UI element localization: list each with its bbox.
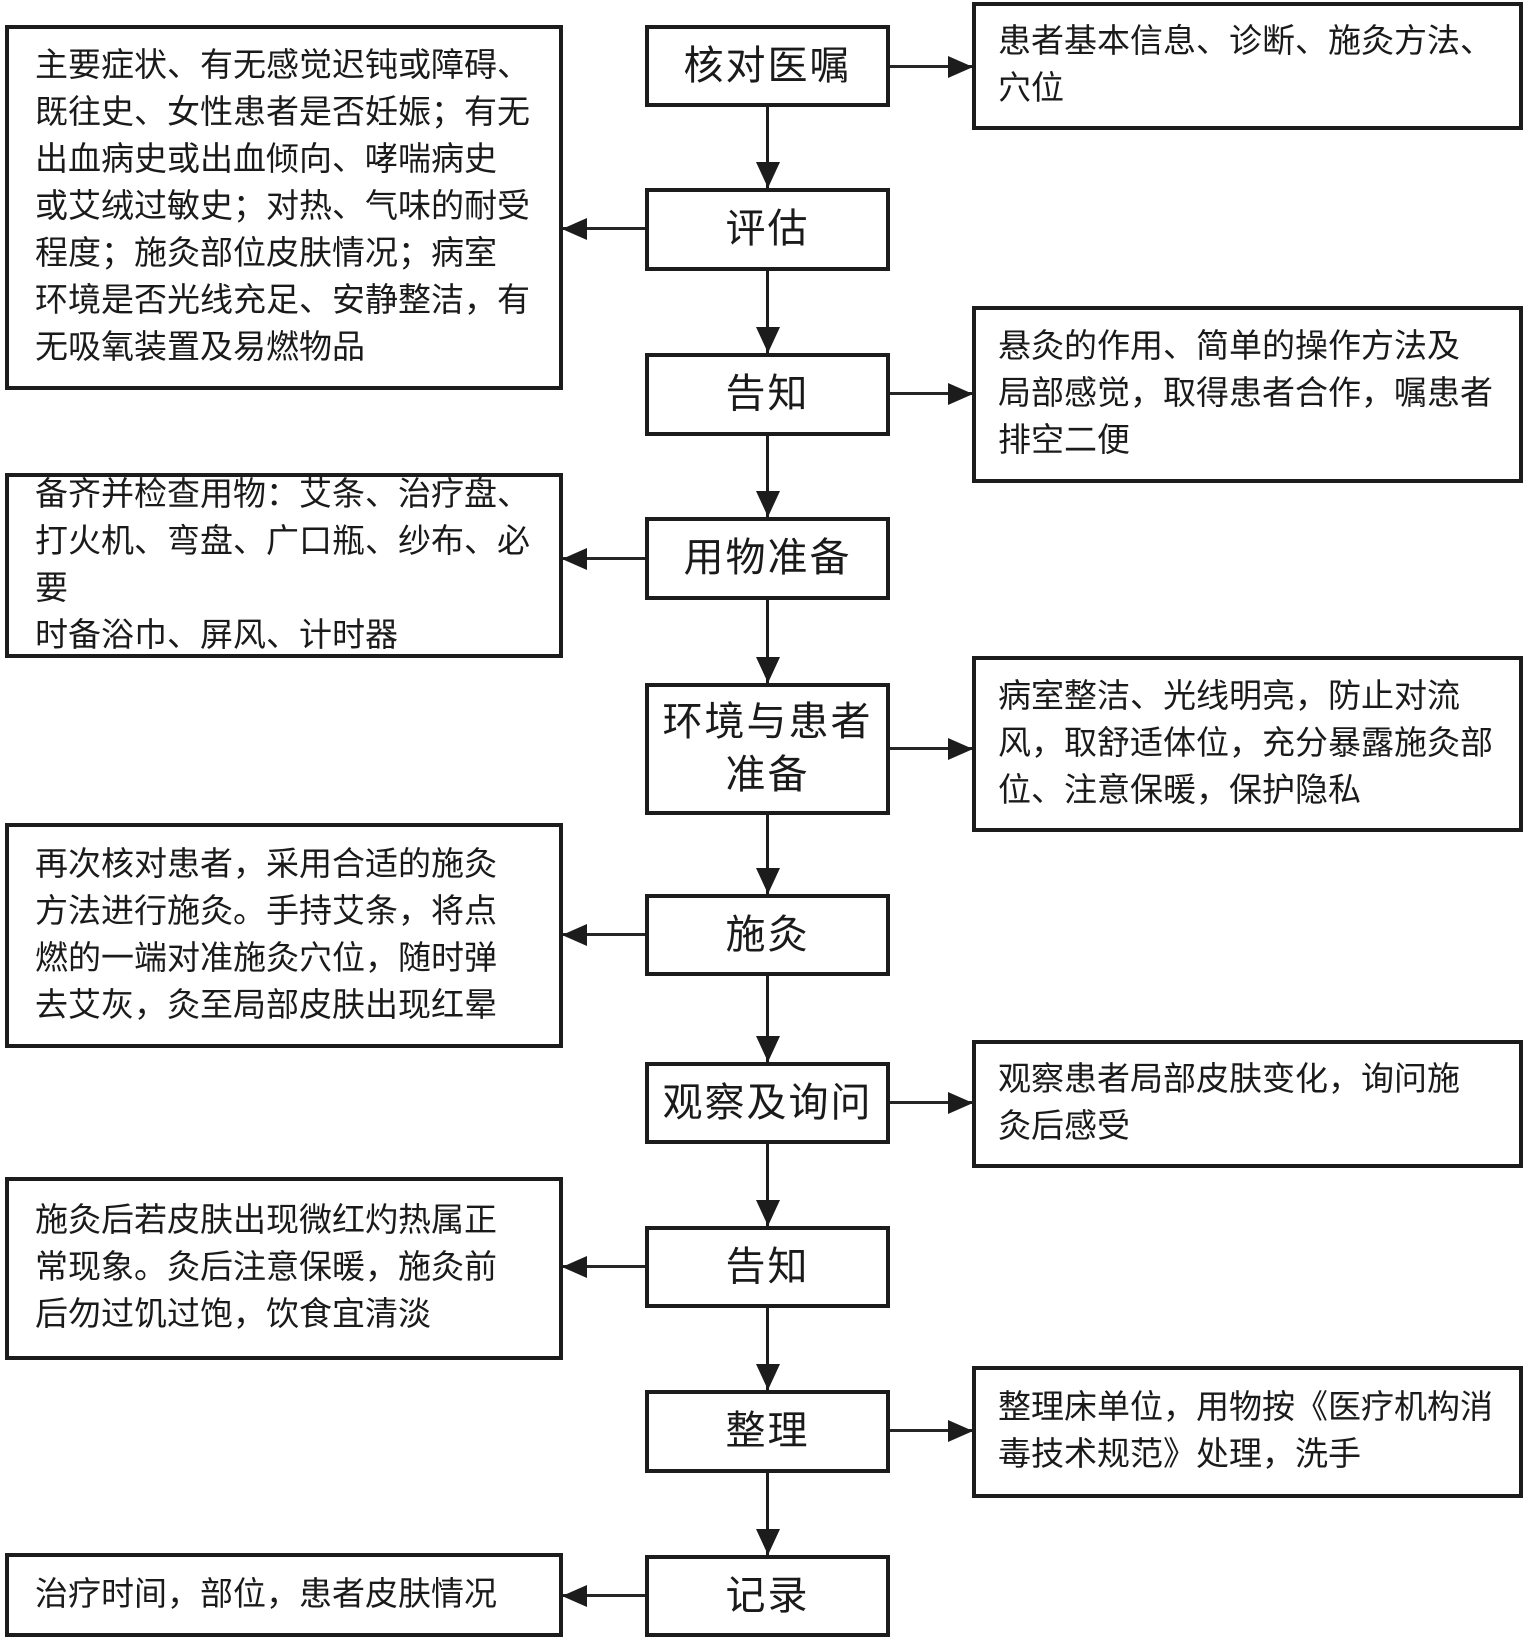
note-moxibustion-procedure: 再次核对患者，采用合适的施灸 方法进行施灸。手持艾条，将点 燃的一端对准施灸穴位… bbox=[5, 823, 563, 1048]
flow-node-assess: 评估 bbox=[645, 188, 890, 271]
arrow-left-record-note bbox=[563, 1594, 645, 1597]
flow-node-inform-1: 告知 bbox=[645, 353, 890, 436]
arrow-down-assess-to-inform bbox=[766, 271, 769, 353]
arrow-down-inform-to-tidy bbox=[766, 1308, 769, 1390]
arrow-right-inform-note bbox=[890, 392, 972, 395]
flow-node-apply-moxibustion: 施灸 bbox=[645, 894, 890, 976]
note-tidy-content: 整理床单位，用物按《医疗机构消 毒技术规范》处理，洗手 bbox=[972, 1366, 1523, 1498]
flow-node-check-orders: 核对医嘱 bbox=[645, 25, 890, 107]
arrow-down-inform-to-prepare-items bbox=[766, 436, 769, 517]
note-inform-content: 悬灸的作用、简单的操作方法及 局部感觉，取得患者合作，嘱患者 排空二便 bbox=[972, 306, 1523, 483]
note-order-content: 患者基本信息、诊断、施灸方法、 穴位 bbox=[972, 2, 1523, 130]
flow-node-inform-2: 告知 bbox=[645, 1226, 890, 1308]
flow-node-observe-inquire: 观察及询问 bbox=[645, 1062, 890, 1144]
note-record-content: 治疗时间，部位，患者皮肤情况 bbox=[5, 1553, 563, 1637]
flow-node-tidy-up: 整理 bbox=[645, 1390, 890, 1473]
arrow-left-items-note bbox=[563, 557, 645, 560]
note-environment-content: 病室整洁、光线明亮，防止对流 风，取舒适体位，充分暴露施灸部 位、注意保暖，保护… bbox=[972, 656, 1523, 832]
note-aftercare-advice: 施灸后若皮肤出现微红灼热属正 常现象。灸后注意保暖，施灸前 后勿过饥过饱，饮食宜… bbox=[5, 1177, 563, 1360]
arrow-down-environment-to-moxibustion bbox=[766, 815, 769, 894]
note-assess-details: 主要症状、有无感觉迟钝或障碍、 既往史、女性患者是否妊娠；有无 出血病史或出血倾… bbox=[5, 25, 563, 390]
arrow-left-assess-note bbox=[563, 227, 645, 230]
arrow-down-observe-to-inform bbox=[766, 1144, 769, 1226]
flow-node-record: 记录 bbox=[645, 1555, 890, 1637]
flow-node-prepare-items: 用物准备 bbox=[645, 517, 890, 600]
arrow-right-tidy-note bbox=[890, 1429, 972, 1432]
flow-node-prepare-environment: 环境与患者 准备 bbox=[645, 683, 890, 815]
arrow-right-observe-note bbox=[890, 1101, 972, 1104]
arrow-right-check-orders-note bbox=[890, 65, 972, 68]
arrow-left-moxibustion-note bbox=[563, 933, 645, 936]
arrow-down-check-orders-to-assess bbox=[766, 107, 769, 188]
arrow-left-aftercare-note bbox=[563, 1265, 645, 1268]
note-observe-content: 观察患者局部皮肤变化，询问施 灸后感受 bbox=[972, 1040, 1523, 1168]
arrow-down-tidy-to-record bbox=[766, 1473, 769, 1555]
arrow-down-moxibustion-to-observe bbox=[766, 976, 769, 1062]
arrow-right-environment-note bbox=[890, 747, 972, 750]
arrow-down-items-to-environment bbox=[766, 600, 769, 683]
note-items-checklist: 备齐并检查用物：艾条、治疗盘、 打火机、弯盘、广口瓶、纱布、必要 时备浴巾、屏风… bbox=[5, 473, 563, 658]
